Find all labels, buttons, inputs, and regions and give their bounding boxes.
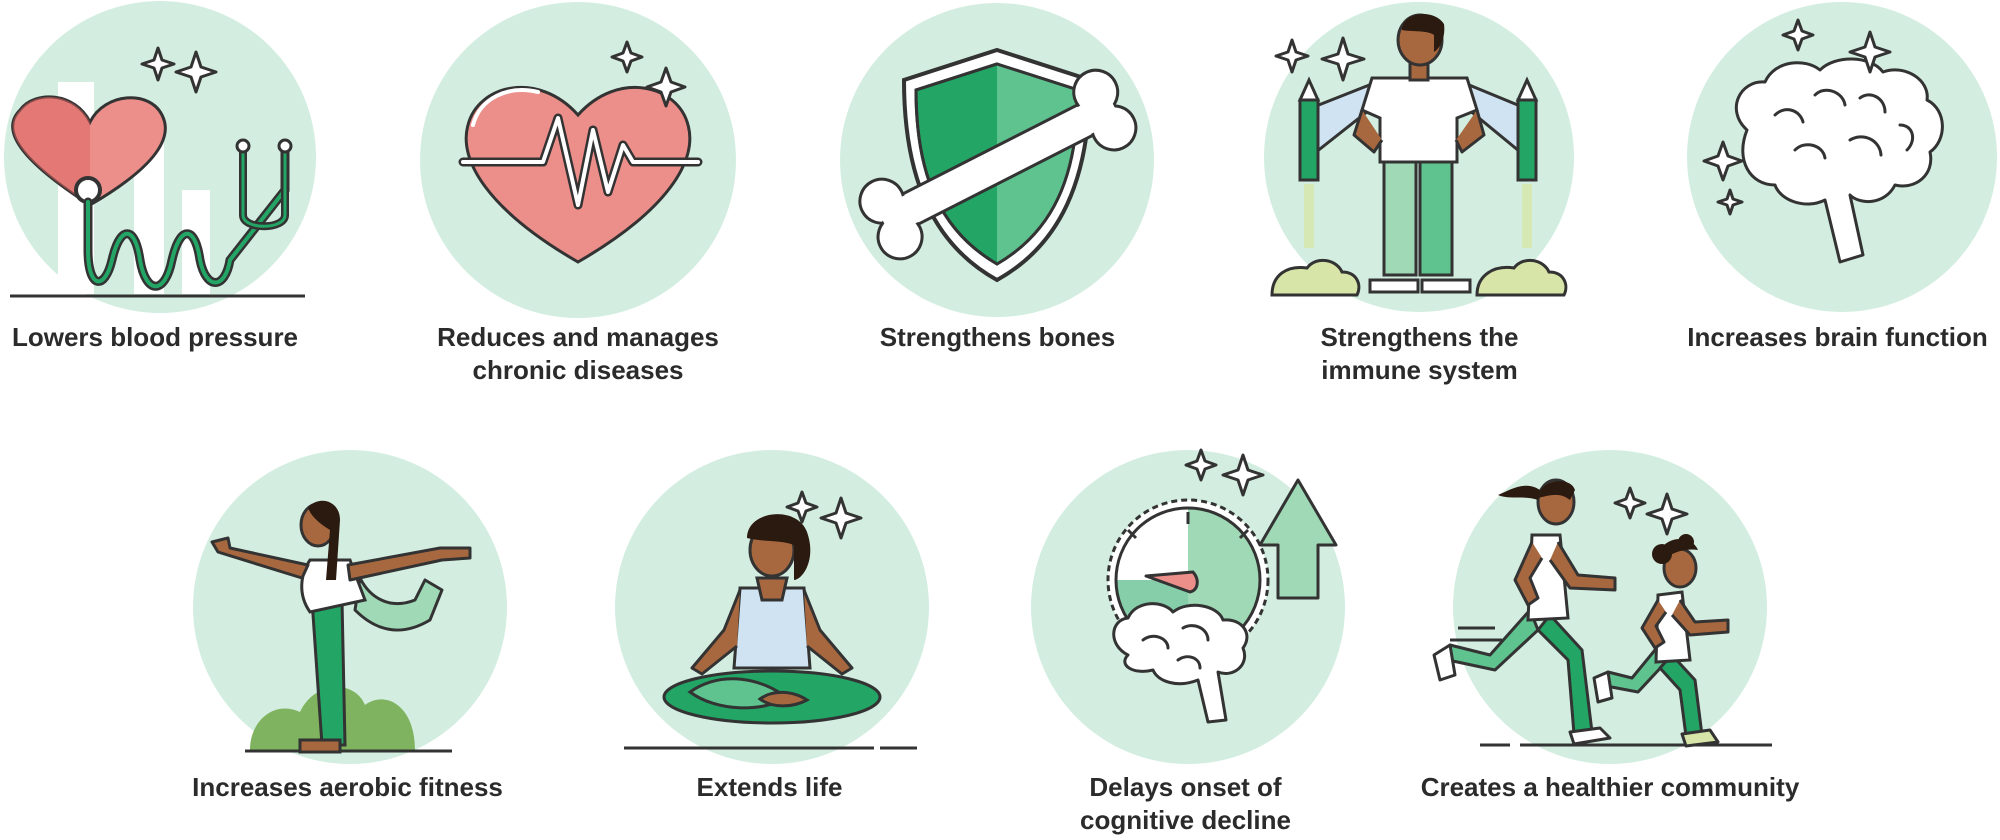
heartbeat-icon xyxy=(420,2,736,318)
dancer-pose-icon xyxy=(193,450,507,764)
brain-icon xyxy=(1687,2,1997,312)
running-people-icon xyxy=(1432,450,1772,764)
benefit-brain: Increases brain function xyxy=(1685,0,2000,360)
benefit-cognitive: Delays onset of cognitive decline xyxy=(1028,448,1368,840)
benefit-label: Reduces and manages chronic diseases xyxy=(437,322,719,385)
benefit-label: Extends life xyxy=(696,772,843,802)
shield-bone-icon xyxy=(840,3,1154,317)
benefit-label: Strengthens the immune system xyxy=(1320,322,1519,385)
meditation-icon xyxy=(615,450,929,764)
benefit-blood-pressure: Lowers blood pressure xyxy=(0,0,320,360)
jetpack-person-icon xyxy=(1264,2,1574,312)
benefit-label: Strengthens bones xyxy=(879,322,1116,352)
benefit-label: Creates a healthier community xyxy=(1420,772,1800,802)
benefit-label: Increases aerobic fitness xyxy=(192,772,503,802)
benefit-label: Delays onset of cognitive decline xyxy=(1080,772,1291,835)
benefit-community: Creates a healthier community xyxy=(1410,450,1830,810)
benefit-label: Increases brain function xyxy=(1687,322,1988,352)
benefit-immune: Strengthens the immune system xyxy=(1262,0,1577,390)
benefit-chronic-diseases: Reduces and manages chronic diseases xyxy=(418,0,738,390)
benefit-label: Lowers blood pressure xyxy=(11,322,299,352)
timer-brain-arrow-icon xyxy=(1031,448,1345,764)
benefit-aerobic: Increases aerobic fitness xyxy=(190,450,510,810)
heart-stethoscope-icon xyxy=(4,1,316,313)
benefit-bones: Strengthens bones xyxy=(840,0,1155,360)
benefit-life: Extends life xyxy=(612,450,932,810)
